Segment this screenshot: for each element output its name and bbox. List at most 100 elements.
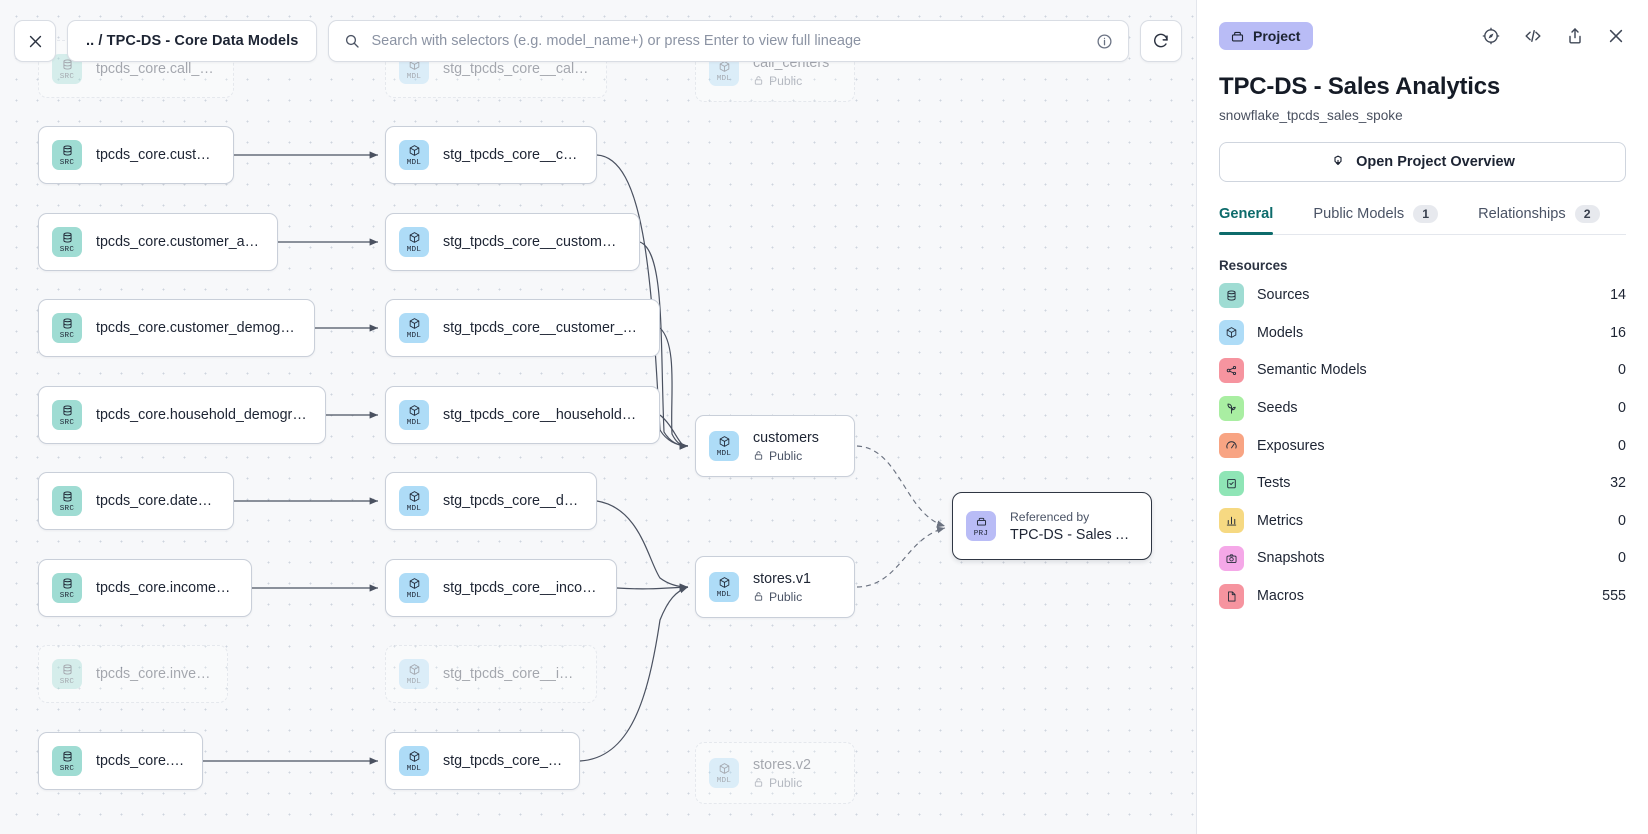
cube-icon (408, 317, 421, 332)
search-bar[interactable] (328, 20, 1129, 62)
code-icon[interactable] (1522, 26, 1544, 46)
resource-count: 0 (1618, 512, 1626, 529)
lineage-node-src_hh_demo[interactable]: SRC tpcds_core.household_demographics (38, 386, 326, 444)
share-icon[interactable] (1565, 26, 1585, 46)
panel-action-icons (1481, 26, 1626, 46)
tab-label: General (1219, 206, 1274, 222)
node-kind-tag: PRJ (973, 529, 989, 538)
resource-row-exposures[interactable]: Exposures 0 (1219, 430, 1626, 461)
node-text: tpcds_core.customer_address (96, 234, 261, 250)
src-badge-icon: SRC (52, 486, 82, 516)
page-title: TPC-DS - Sales Analytics (1219, 73, 1501, 100)
tab-general[interactable]: General (1219, 205, 1274, 235)
refresh-button[interactable] (1140, 20, 1182, 62)
database-icon (61, 231, 74, 246)
cube-icon (718, 60, 731, 75)
tab-count-badge: 1 (1413, 205, 1439, 223)
resource-name: Tests (1257, 475, 1291, 492)
compass-icon[interactable] (1481, 26, 1501, 46)
tab-label: Public Models (1313, 206, 1405, 222)
database-icon (61, 750, 74, 765)
open-project-overview-button[interactable]: Open Project Overview (1219, 142, 1626, 182)
tab-public-models[interactable]: Public Models 1 (1313, 205, 1439, 234)
node-label: stg_tpcds_core__customer_address (443, 234, 623, 250)
cube-icon (408, 231, 421, 246)
lineage-node-mdl_cust_demo[interactable]: MDLstg_tpcds_core__customer_demogra… (385, 299, 660, 357)
lineage-node-mdl_cust_addr[interactable]: MDL stg_tpcds_core__customer_address (385, 213, 640, 271)
canvas-toolbar: .. / TPC-DS - Core Data Models (0, 0, 1196, 82)
close-panel-icon[interactable] (1606, 26, 1626, 46)
breadcrumb[interactable]: .. / TPC-DS - Core Data Models (67, 20, 318, 62)
database-icon (61, 58, 74, 73)
search-input[interactable] (371, 33, 1085, 49)
resource-count: 555 (1602, 588, 1626, 605)
lineage-canvas[interactable]: .. / TPC-DS - Core Data Models SRCtpcds_… (0, 0, 1197, 834)
node-label: tpcds_core.household_demographics (96, 407, 309, 423)
node-kind-tag: MDL (406, 418, 422, 427)
resource-count: 0 (1618, 437, 1626, 454)
database-icon (61, 404, 74, 419)
info-circle-icon[interactable] (1096, 33, 1113, 50)
node-kind-tag: MDL (406, 245, 422, 254)
close-lineage-button[interactable] (14, 20, 56, 62)
checklist-icon (1219, 470, 1244, 496)
node-visibility: Public (753, 74, 829, 88)
lineage-node-mdl_hh_demo[interactable]: MDL stg_tpcds_core__household_demogr… (385, 386, 660, 444)
node-kind-tag: SRC (59, 418, 75, 427)
chip-label: Project (1253, 28, 1301, 44)
node-visibility: Public (753, 449, 819, 463)
cube-icon (1219, 320, 1244, 346)
resource-count: 16 (1610, 324, 1626, 341)
node-label: stg_tpcds_core__household_demogr… (443, 407, 643, 423)
camera-icon (1219, 545, 1244, 571)
node-reference-label: Referenced by (1010, 509, 1090, 524)
mdl-badge-icon: MDL (709, 758, 739, 788)
src-badge-icon: SRC (52, 659, 82, 689)
cube-icon (408, 144, 421, 159)
graph-icon (1219, 357, 1244, 383)
cube-icon (408, 490, 421, 505)
node-label: stores.v1 (753, 570, 812, 587)
mdl-badge-icon: MDL (399, 573, 429, 603)
resource-count: 14 (1610, 287, 1626, 304)
lock-icon (753, 777, 764, 788)
node-kind-tag: MDL (716, 776, 732, 785)
node-kind-tag: MDL (406, 331, 422, 340)
mdl-badge-icon: MDL (399, 486, 429, 516)
cube-icon (718, 576, 731, 591)
resource-count: 0 (1618, 550, 1626, 567)
node-label: tpcds_core.income_band (96, 580, 235, 596)
cube-icon (408, 577, 421, 592)
resource-name: Exposures (1257, 437, 1325, 454)
cube-icon (408, 663, 421, 678)
gauge-icon (1219, 433, 1244, 459)
